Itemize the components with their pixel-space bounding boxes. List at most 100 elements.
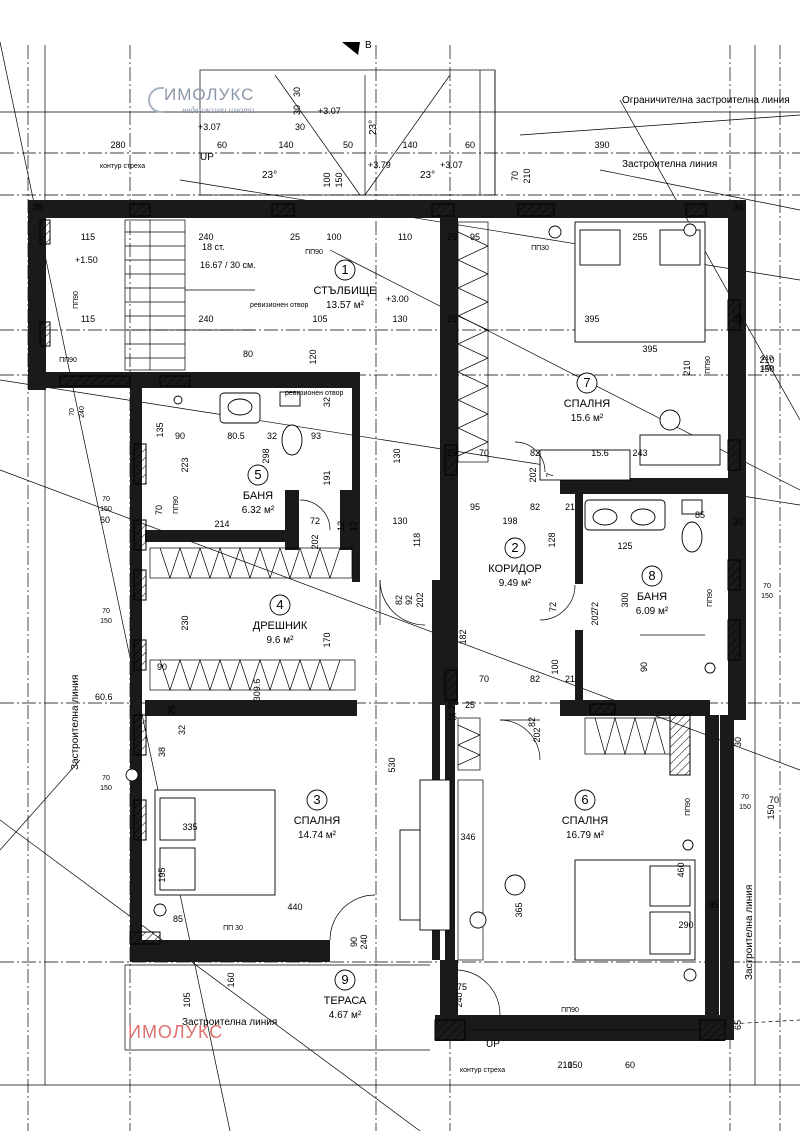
dimension-top: 100 xyxy=(322,172,332,187)
dimension: 100 xyxy=(326,232,341,242)
level-3: +3.07 xyxy=(440,160,463,170)
room-number-circle xyxy=(334,969,356,991)
room-area: 9.49 м² xyxy=(499,578,532,589)
dimension: 202 xyxy=(532,727,542,742)
dimension: 60 xyxy=(625,1060,635,1070)
dimension-top: 150 xyxy=(334,172,344,187)
room-area: 6.09 м² xyxy=(636,606,669,617)
dimension: 93 xyxy=(311,431,321,441)
dimension: 150 xyxy=(759,364,774,374)
dimension: 21 xyxy=(565,502,575,512)
window-label: ПП 30 xyxy=(223,925,243,932)
dimension: 25 xyxy=(447,448,457,458)
level-2: +3.79 xyxy=(368,160,391,170)
window-label: ПП90 xyxy=(705,356,712,374)
dimension: 72 xyxy=(310,516,320,526)
dimension: 35 xyxy=(33,202,43,212)
dimension-top: 30 xyxy=(295,122,305,132)
dimension: 105 xyxy=(182,992,192,1007)
dimension: 70 xyxy=(479,448,489,458)
walls xyxy=(28,200,746,1041)
dimension: 346 xyxy=(460,832,475,842)
dimension: 35 xyxy=(733,517,743,527)
dimension: 230 xyxy=(180,615,190,630)
dimension: 440 xyxy=(287,902,302,912)
dimension-top: 210 xyxy=(522,168,532,183)
room-number: 7 xyxy=(583,375,590,390)
stair xyxy=(124,219,255,371)
dimension: 70 xyxy=(769,795,779,805)
dimension: 82 xyxy=(530,448,540,458)
window-label: ПП90 xyxy=(59,357,77,364)
mirror-note: 60.6 xyxy=(95,692,113,702)
dimension: 202 xyxy=(590,610,600,625)
dimension: 182 xyxy=(458,629,468,644)
room-area: 15.6 м² xyxy=(571,413,604,424)
dimension: 25 xyxy=(167,705,177,715)
dimension: 7 xyxy=(545,472,555,477)
room-name: БАНЯ xyxy=(637,591,667,603)
dimension: 72 xyxy=(548,602,558,612)
dimension: 12 xyxy=(336,521,346,531)
dimension: 32 xyxy=(267,431,277,441)
room-number-circle xyxy=(574,789,596,811)
dimension: 135 xyxy=(155,422,165,437)
dimension: 195 xyxy=(157,867,167,882)
revision-label: ревизионен отвор xyxy=(250,302,308,309)
side-dim-a: 70 xyxy=(102,496,110,503)
dimension-top: 60 xyxy=(217,140,227,150)
roof-outline xyxy=(199,42,496,196)
dimension: 170 xyxy=(322,632,332,647)
dimension-top: 50 xyxy=(343,140,353,150)
dimension: 130 xyxy=(392,448,402,463)
room-area: 14.74 м² xyxy=(298,830,337,841)
room-number-circle xyxy=(504,537,526,559)
dimension: 85 xyxy=(173,914,183,924)
window-label: ПП90 xyxy=(685,798,692,816)
dimension: 160 xyxy=(226,972,236,987)
room-number: 8 xyxy=(648,568,655,583)
window-label: ПП90 xyxy=(707,589,714,607)
side-dim-b: 150 xyxy=(100,506,112,513)
side-dim-b: 240 xyxy=(79,406,86,418)
window-label: ПП90 xyxy=(73,291,80,309)
dimension: 35 xyxy=(733,314,743,324)
side-dim-a: 70 xyxy=(69,408,76,416)
dimension: 95 xyxy=(470,232,480,242)
up-top: UP xyxy=(200,152,214,163)
build-line-label-right: Застроителна линия xyxy=(744,885,755,980)
dimension: 65 xyxy=(733,1020,743,1030)
dimension: 130 xyxy=(392,314,407,324)
dimension: 25 xyxy=(447,700,457,710)
room-number: 6 xyxy=(581,792,588,807)
room-area: 9.6 м² xyxy=(267,635,295,646)
room-number: 1 xyxy=(341,262,348,277)
build-line-label-bottom: Застроителна линия xyxy=(182,1017,277,1028)
side-dim-b: 150 xyxy=(100,618,112,625)
side-dim-a: 70 xyxy=(763,583,771,590)
window-label: ПП90 xyxy=(561,1007,579,1014)
room-number: 9 xyxy=(341,972,348,987)
build-line-label-left: Застроителна линия xyxy=(70,675,81,770)
logo-word: ИМОЛУКС xyxy=(164,85,255,104)
dimension: 32 xyxy=(322,397,332,407)
terrace xyxy=(124,964,700,1051)
limit-line-label: Ограничителна застроителна линия xyxy=(622,95,790,106)
room-area: 6.32 м² xyxy=(242,505,275,516)
dimension: 255 xyxy=(632,232,647,242)
logo-tagline: недвижими имоти xyxy=(182,105,255,115)
level-1: +3.07 xyxy=(318,106,341,116)
dimension: 395 xyxy=(642,344,657,354)
dimension: 223 xyxy=(180,457,190,472)
